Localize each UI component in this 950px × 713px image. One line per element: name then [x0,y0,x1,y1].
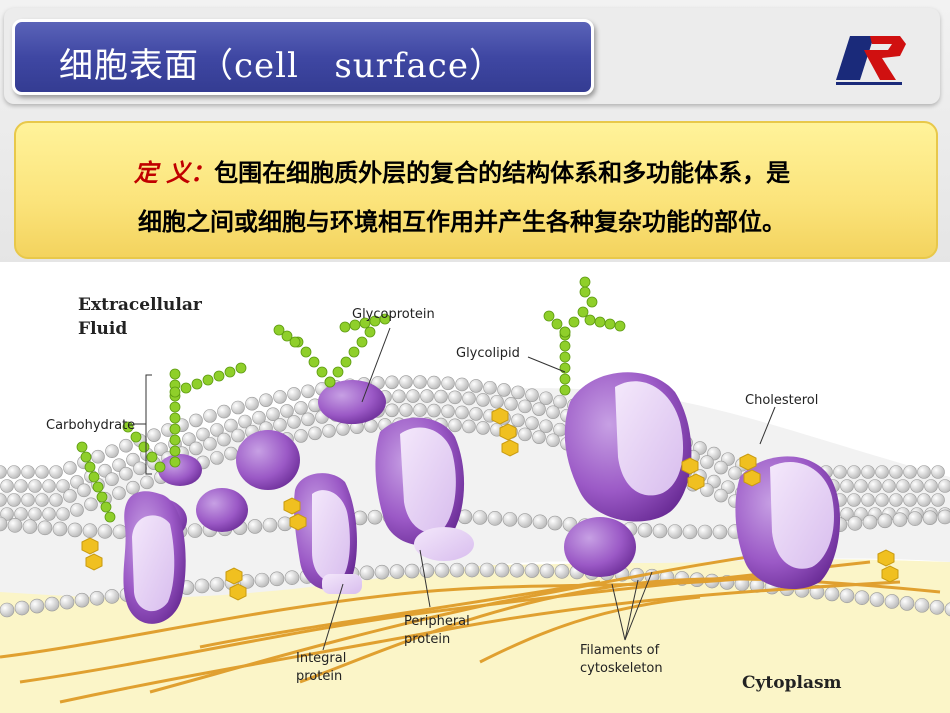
definition-box [14,121,938,259]
label-filaments-1: Filaments of [580,643,660,658]
label-extracellular-2: Fluid [78,319,127,339]
title-box: 细胞表面（cell surface） [12,19,594,95]
label-cytoplasm: Cytoplasm [742,673,842,693]
slide-title: 细胞表面（cell surface） [59,46,504,86]
definition-label: 定 义： [133,159,215,187]
label-peripheral-2: protein [404,632,450,647]
definition-line-2: 细胞之间或细胞与环境相互作用并产生各种复杂功能的部位。 [138,208,786,236]
cholesterol-molecules [81,407,899,601]
label-integral-2: protein [296,669,342,684]
label-extracellular-1: Extracellular [78,295,203,315]
definition-line-1: 定 义：包围在细胞质外层的复合的结构体系和多功能体系，是 [0,153,924,188]
institution-logo [836,36,906,85]
label-peripheral-1: Peripheral [404,614,470,629]
membrane-svg: Extracellular Fluid Glycoprotein Glycoli… [0,262,950,713]
label-filaments-2: cytoskeleton [580,661,663,676]
definition-text-1: 包围在细胞质外层的复合的结构体系和多功能体系，是 [214,159,791,187]
label-glycolipid: Glycolipid [456,346,520,361]
leader-lines [134,327,776,651]
label-carbohydrate: Carbohydrate [46,418,135,433]
label-integral-1: Integral [296,651,346,666]
cell-membrane-diagram: Extracellular Fluid Glycoprotein Glycoli… [0,262,950,713]
integral-proteins [123,372,841,624]
label-cholesterol: Cholesterol [745,393,818,408]
label-glycoprotein: Glycoprotein [352,307,435,322]
